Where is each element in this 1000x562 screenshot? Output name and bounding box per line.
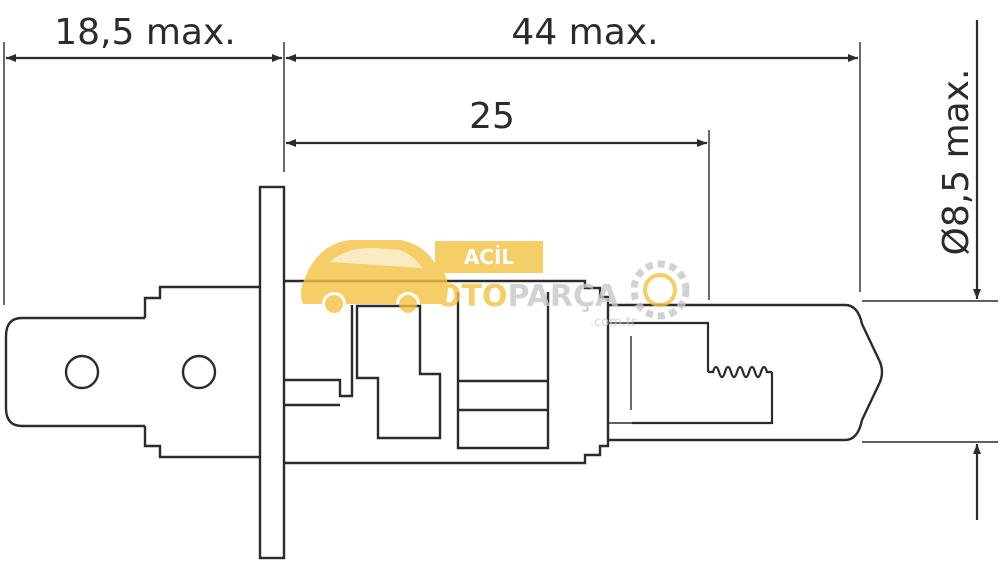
label-diameter: Ø8,5 max. [936,69,977,256]
watermark-brand: OTOPARÇA [436,279,619,314]
bulb-outline [4,185,884,560]
watermark-badge-text: ACİL [464,245,515,269]
watermark-brand-parca: PARÇA [507,279,619,314]
gear-inner-icon [643,273,677,307]
label-base-length: 18,5 max. [54,12,235,53]
glass-capsule [608,303,884,442]
car-wheel-icon-right [399,295,417,313]
base-collar [143,285,260,459]
watermark-badge [435,241,543,273]
watermark-domain: .com.tr [590,315,637,330]
housing [284,279,610,465]
mounting-flange [258,185,286,560]
connector-tab [4,316,145,428]
car-window-icon [330,248,422,268]
car-icon [300,240,448,304]
connector-hole-right [181,354,217,390]
filament-coil [708,365,772,379]
car-wheel-icon-left [325,295,343,313]
label-total-length: 44 max. [511,12,658,53]
contact-left [284,305,354,407]
contact-middle [355,304,442,440]
inner-holder [456,292,550,450]
gear-icon [630,260,690,320]
watermark-brand-oto: OTO [436,279,507,314]
label-light-center: 25 [469,96,515,137]
connector-hole-left [64,354,100,390]
watermark-logo: ACİL OTOPARÇA .com.tr [300,240,690,330]
filament-supports [632,321,774,425]
